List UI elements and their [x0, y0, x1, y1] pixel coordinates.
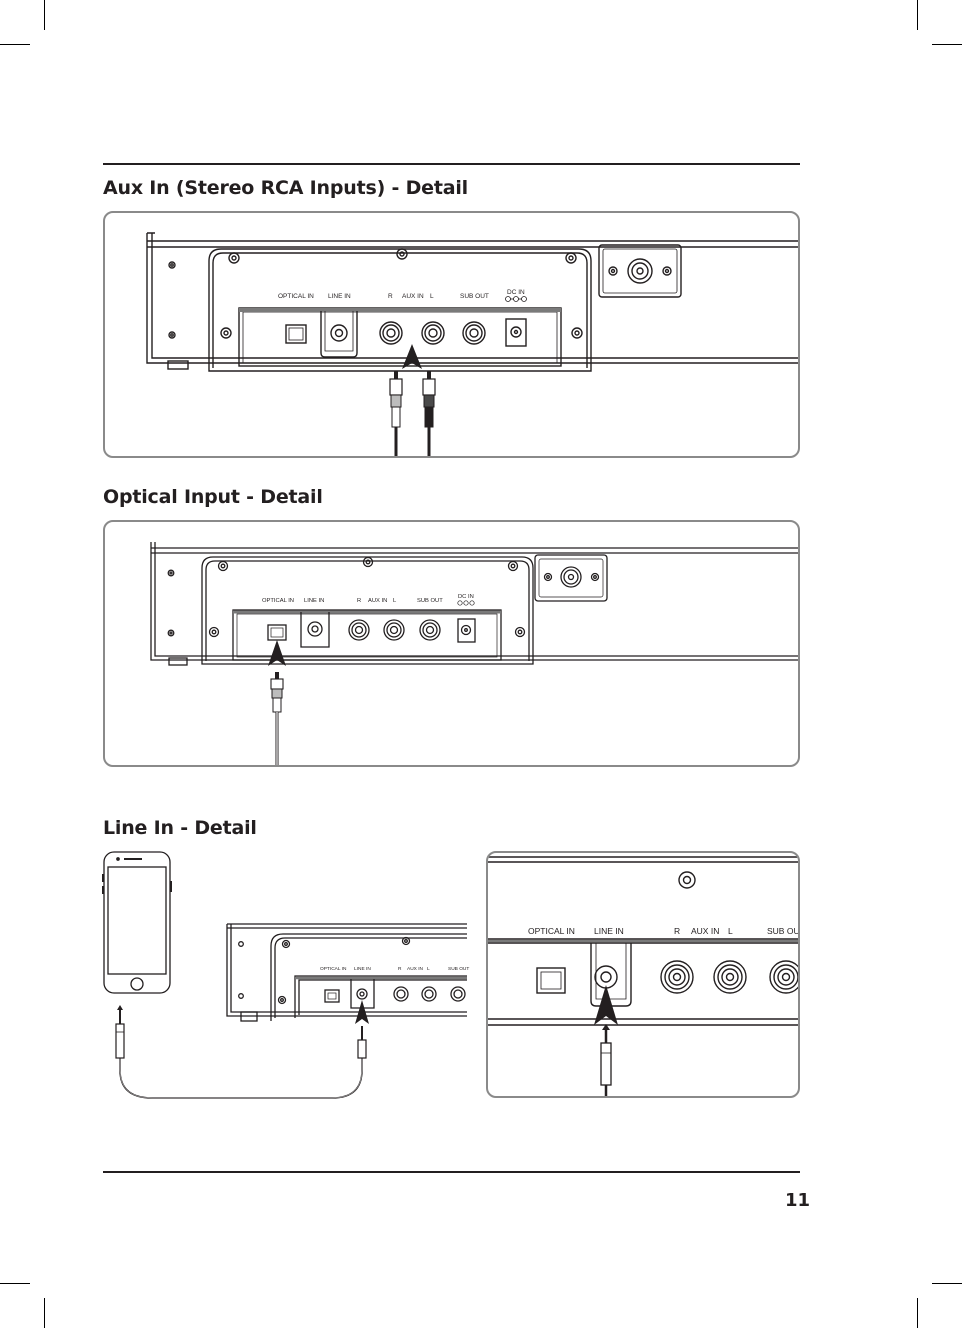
label-sub-out: SUB OUT — [448, 966, 469, 972]
crop-mark — [0, 44, 30, 45]
crop-mark — [932, 44, 962, 45]
label-l: L — [393, 598, 397, 604]
top-rule — [103, 163, 800, 165]
label-optical-in: OPTICAL IN — [320, 966, 347, 972]
line-in-zoom-figure: OPTICAL IN LINE IN R AUX IN L SUB OUT — [486, 851, 800, 1098]
line-in-connection-illustration: OPTICAL IN LINE IN R AUX IN L SUB OUT — [102, 851, 469, 1099]
aux-cable-icon — [115, 1005, 367, 1099]
label-r: R — [398, 966, 402, 972]
label-sub-out: SUB OUT — [460, 293, 489, 300]
bottom-rule — [103, 1171, 800, 1173]
insert-arrow-icon — [355, 1000, 369, 1024]
section-title-aux: Aux In (Stereo RCA Inputs) - Detail — [103, 177, 468, 199]
insert-arrow-icon — [402, 344, 422, 369]
label-optical-in: OPTICAL IN — [278, 293, 314, 300]
crop-mark — [917, 0, 918, 30]
section-title-line-in: Line In - Detail — [103, 817, 257, 839]
label-line-in: LINE IN — [304, 598, 324, 604]
crop-mark — [44, 1298, 45, 1328]
insert-arrow-icon — [594, 985, 618, 1025]
label-l: L — [430, 293, 434, 300]
label-aux-in: AUX IN — [691, 926, 719, 936]
label-r: R — [388, 293, 393, 300]
label-optical-in: OPTICAL IN — [528, 926, 575, 936]
label-l: L — [728, 926, 733, 936]
label-aux-in: AUX IN — [407, 966, 424, 972]
page-number: 11 — [784, 1190, 810, 1211]
crop-mark — [0, 1283, 30, 1284]
label-aux-in: AUX IN — [402, 293, 424, 300]
crop-mark — [44, 0, 45, 30]
label-line-in: LINE IN — [328, 293, 351, 300]
line-in-zoom-illustration: OPTICAL IN LINE IN R AUX IN L SUB OUT — [488, 856, 800, 1096]
label-line-in: LINE IN — [354, 966, 371, 972]
section-title-optical: Optical Input - Detail — [103, 486, 323, 508]
optical-detail-illustration: OPTICAL IN LINE IN R AUX IN L SUB OUT DC… — [150, 542, 798, 765]
label-optical-in: OPTICAL IN — [262, 598, 294, 604]
label-l: L — [427, 966, 430, 972]
crop-mark — [917, 1298, 918, 1328]
optical-detail-figure: OPTICAL IN LINE IN R AUX IN L SUB OUT DC… — [103, 520, 800, 767]
label-dc-in: DC IN — [507, 289, 525, 296]
label-r: R — [357, 598, 361, 604]
label-dc-in: DC IN — [458, 594, 474, 600]
label-r: R — [674, 926, 680, 936]
label-sub-out: SUB OUT — [767, 926, 800, 936]
crop-mark — [932, 1283, 962, 1284]
aux-detail-illustration: OPTICAL IN LINE IN R AUX IN L SUB OUT DC… — [146, 232, 798, 456]
rca-cable-icon — [389, 371, 436, 456]
audio-plug-icon — [600, 1024, 612, 1096]
label-line-in: LINE IN — [594, 926, 624, 936]
smartphone-icon — [102, 851, 172, 994]
label-sub-out: SUB OUT — [417, 598, 443, 604]
aux-detail-figure: OPTICAL IN LINE IN R AUX IN L SUB OUT DC… — [103, 211, 800, 458]
label-aux-in: AUX IN — [368, 598, 387, 604]
speaker-rear-mini-icon — [226, 923, 467, 1022]
optical-cable-icon — [270, 672, 284, 765]
insert-arrow-icon — [268, 640, 286, 666]
